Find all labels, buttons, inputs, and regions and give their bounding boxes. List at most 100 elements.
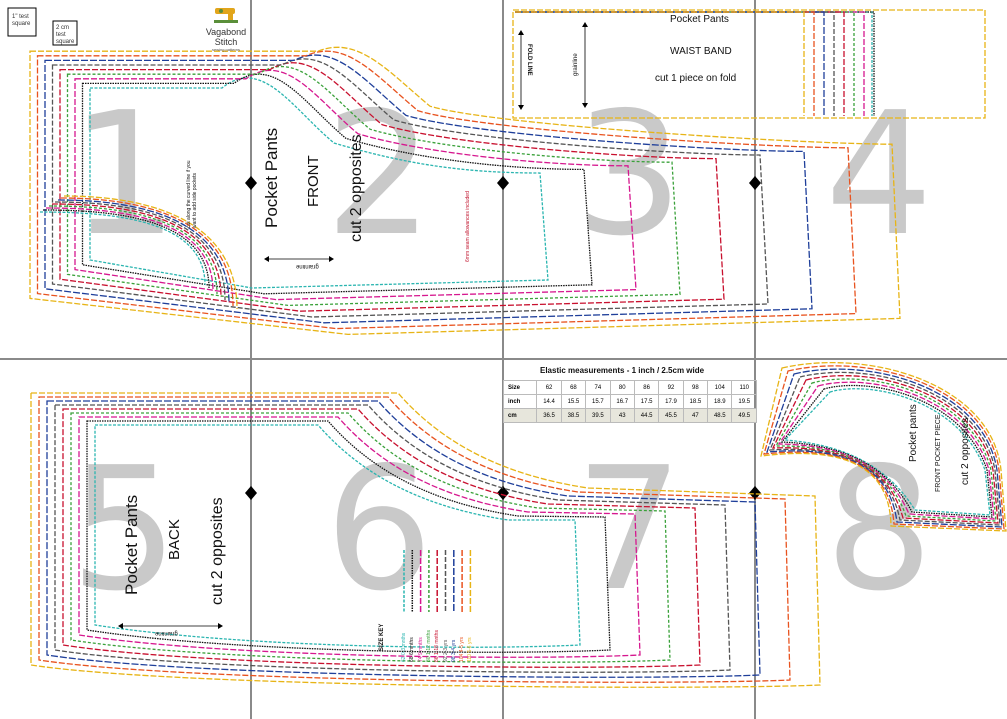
front-title: Pocket Pants xyxy=(262,127,281,228)
table-cell: 86 xyxy=(633,380,660,395)
back-outline xyxy=(62,408,701,668)
waistband-subtitle: WAIST BAND xyxy=(670,46,732,57)
pocket-outline xyxy=(763,365,1005,530)
elastic-table-title: Elastic measurements - 1 inch / 2.5cm wi… xyxy=(540,366,705,375)
elastic-table: Size 62 68 74 80 86 92 98 104 110 inch 1… xyxy=(502,380,757,423)
waistband-grainline-arrow xyxy=(582,22,588,108)
table-cell: 62 xyxy=(536,380,562,395)
sewing-machine-icon xyxy=(214,8,238,23)
table-row: Size 62 68 74 80 86 92 98 104 110 xyxy=(502,380,757,395)
table-cell: 68 xyxy=(560,380,587,395)
table-row-label: inch xyxy=(502,394,538,409)
pocket-instruction: cut 2 opposites xyxy=(960,417,971,485)
cm-test-square-label: 2 cm test square xyxy=(56,25,75,45)
size-key-label: 74 9 mnths xyxy=(417,637,424,662)
table-cell: 80 xyxy=(609,380,635,395)
table-row: inch 14.4 15.5 15.7 16.7 17.5 17.9 18.5 … xyxy=(502,394,757,409)
waistband-outline xyxy=(515,11,825,116)
table-row-label: cm xyxy=(502,408,538,423)
front-pocket-line xyxy=(39,211,206,286)
table-cell: 17.5 xyxy=(633,394,660,409)
front-grainline-arrow xyxy=(264,256,334,262)
front-pocket-line xyxy=(51,203,222,298)
front-subtitle: FRONT xyxy=(305,155,322,207)
table-cell: 15.5 xyxy=(560,394,587,409)
front-outline xyxy=(81,73,593,295)
table-cell: 98 xyxy=(682,380,709,395)
table-cell: 19.5 xyxy=(731,394,757,409)
front-instruction: cut 2 opposites xyxy=(348,134,365,242)
pocket-outline xyxy=(777,381,995,520)
front-pocket-line xyxy=(45,207,214,292)
logo-tagline: sewing patterns xyxy=(211,47,240,52)
pocket-outline xyxy=(780,384,993,518)
table-cell: 104 xyxy=(707,380,733,395)
table-cell: 18.5 xyxy=(682,394,709,409)
logo-name: Vagabond Stitch xyxy=(205,27,247,47)
table-cell: 16.7 xyxy=(609,394,635,409)
size-key-label: 62 0-3 mnths xyxy=(401,632,407,662)
table-cell: 14.4 xyxy=(536,394,562,409)
table-cell: 45.5 xyxy=(658,408,684,423)
waistband-outline xyxy=(515,11,865,116)
size-key-title: SIZE KEY xyxy=(379,623,385,651)
front-outline xyxy=(29,46,901,336)
front-outline xyxy=(44,54,813,324)
back-outline xyxy=(86,420,611,653)
table-cell: 48.5 xyxy=(707,408,733,423)
size-key-label: 110 5-6 yrs xyxy=(467,637,474,662)
table-cell: 43 xyxy=(609,408,635,423)
back-grainline-arrow xyxy=(118,623,223,629)
waistband-outline xyxy=(515,11,805,116)
page-number-5: 5 xyxy=(70,431,179,629)
back-outline xyxy=(94,424,581,648)
waistband-outline xyxy=(515,11,873,116)
front-pocket-line xyxy=(57,199,230,304)
front-outline xyxy=(66,66,681,307)
back-title: Pocket Pants xyxy=(122,494,141,595)
waistband-outline xyxy=(515,11,835,116)
back-subtitle: BACK xyxy=(166,519,183,560)
table-cell: 74 xyxy=(585,380,611,395)
back-outline xyxy=(78,416,641,658)
table-cell: 44.5 xyxy=(633,408,660,423)
size-key-label: 98 3-4 yrs xyxy=(450,639,457,662)
front-outline xyxy=(74,69,637,301)
table-cell: 36.5 xyxy=(536,408,562,423)
front-outline xyxy=(51,58,769,318)
table-cell: 15.7 xyxy=(585,394,611,409)
back-instruction: cut 2 opposites xyxy=(209,497,226,605)
waistband-grainline-label: grainline xyxy=(573,53,579,76)
front-outline xyxy=(89,77,549,289)
seam-allowance-note: 6mm seam allowances included xyxy=(465,191,471,262)
front-outline xyxy=(59,62,725,312)
side-pocket-note: cut along the curved line if you want to… xyxy=(186,160,198,228)
back-outline xyxy=(46,400,761,678)
table-row: cm 36.5 38.5 39.5 43 44.5 45.5 47 48.5 4… xyxy=(502,408,757,423)
front-pocket-line xyxy=(63,195,238,310)
table-cell: 110 xyxy=(731,380,757,395)
waistband-outline xyxy=(515,11,855,116)
back-outline xyxy=(30,392,821,688)
front-pocket-line xyxy=(60,197,234,307)
page-number-1: 1 xyxy=(70,76,179,274)
size-key-label: 80 1-12 mnths xyxy=(425,630,432,662)
back-outline xyxy=(54,404,731,673)
pocket-title: Pocket pants xyxy=(908,404,919,462)
back-outline xyxy=(70,412,671,663)
table-cell: 17.9 xyxy=(658,394,684,409)
pocket-outline xyxy=(783,388,991,516)
pocket-outline xyxy=(774,378,997,522)
page-number-6: 6 xyxy=(325,431,434,629)
size-key-label: 92 2-3 yrs xyxy=(442,639,449,662)
table-cell: 18.9 xyxy=(707,394,733,409)
size-key-label: 86 1-18 mnths xyxy=(434,630,441,662)
table-cell: 92 xyxy=(658,380,684,395)
table-cell: 49.5 xyxy=(731,408,757,423)
waistband-outline xyxy=(515,11,875,116)
fold-line-arrow xyxy=(518,30,524,110)
table-cell: 47 xyxy=(682,408,709,423)
